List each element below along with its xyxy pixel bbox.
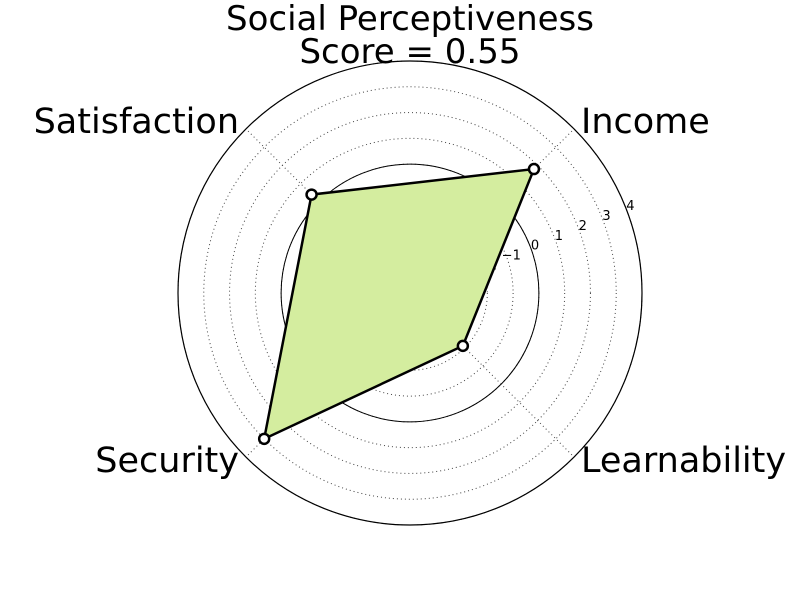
axis-label-income: Income: [581, 102, 710, 142]
grid-circle: [332, 215, 488, 371]
grid-circle: [229, 112, 591, 474]
chart-title: Social Perceptiveness: [226, 0, 594, 39]
r-tick-label: −1: [502, 249, 521, 264]
r-tick-label: 1: [555, 229, 563, 244]
axis-label-learnability: Learnability: [581, 441, 786, 481]
outer-frame: [177, 60, 643, 526]
r-tick-label: 0: [531, 239, 539, 254]
r-tick-label: 3: [602, 209, 610, 224]
reference-circle: [280, 163, 540, 423]
data-point: [305, 188, 318, 201]
grid-circle: [306, 189, 514, 397]
data-layer: [257, 162, 541, 446]
axis-label-satisfaction: Satisfaction: [34, 102, 239, 142]
grid-circle: [203, 86, 617, 500]
grid-circle: [254, 137, 566, 449]
series-area: [264, 169, 534, 439]
data-point: [456, 339, 470, 353]
r-tick-label: 2: [579, 219, 587, 234]
grid-spoke: [409, 292, 575, 458]
axis-label-security: Security: [95, 441, 239, 481]
data-point: [527, 162, 541, 176]
chart-subtitle: Score = 0.55: [299, 32, 520, 72]
r-tick-label: 4: [626, 199, 634, 214]
data-point: [257, 432, 271, 446]
